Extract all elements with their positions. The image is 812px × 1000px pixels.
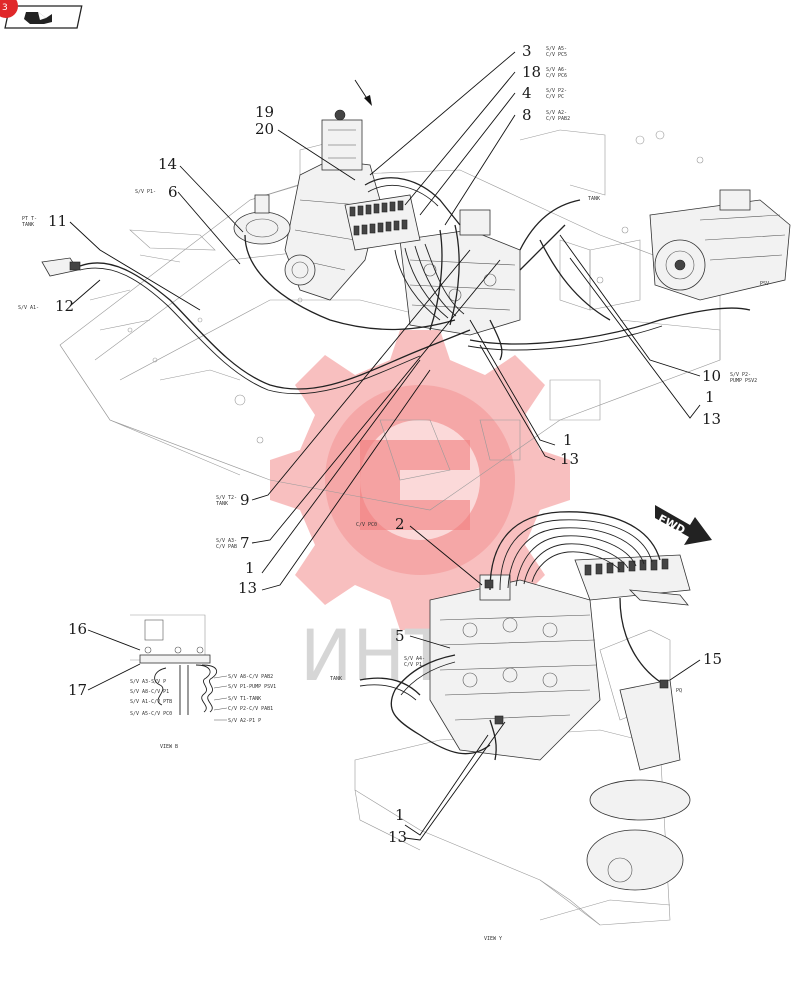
callout-10: 10 (702, 367, 721, 385)
folded-page-icon (24, 12, 52, 24)
svg-text:PQ: PQ (676, 688, 682, 694)
lower-hose-routing (359, 511, 669, 761)
tank-fitting-block (41, 257, 81, 277)
callout-numbers: 3 18 4 8 19 20 14 6 11 12 10 1 13 1 13 9… (48, 42, 722, 846)
svg-text:C/V PAB: C/V PAB (216, 544, 237, 550)
svg-text:S/V P2-: S/V P2- (546, 88, 567, 94)
callout-9: 9 (240, 491, 250, 509)
inset-view-b: S/V A3-S/V P S/V A8-C/V P1 S/V A1-C/V PT… (130, 614, 276, 750)
svg-text:C/V PC6: C/V PC6 (546, 73, 567, 79)
inset-hose-loops (154, 664, 218, 715)
svg-text:TANK: TANK (216, 501, 228, 507)
svg-text:S/V A1-: S/V A1- (18, 305, 39, 311)
main-pump (649, 189, 791, 301)
callout-15: 15 (703, 650, 722, 668)
svg-text:C/V PC0: C/V PC0 (356, 522, 377, 528)
callout-1c: 1 (245, 559, 255, 577)
svg-text:PUMP PSV2: PUMP PSV2 (730, 378, 757, 384)
upper-frame-structure (59, 129, 721, 511)
svg-text:S/V A1-C/V PTB: S/V A1-C/V PTB (130, 699, 172, 705)
pilot-motor (233, 194, 291, 245)
svg-text:S/V A5-C/V PC0: S/V A5-C/V PC0 (130, 711, 172, 717)
svg-text:TANK: TANK (22, 222, 34, 228)
view-label-main: VIEW Y (484, 936, 502, 942)
callout-1d: 1 (395, 806, 405, 824)
callout-17: 17 (68, 681, 87, 699)
callout-3: 3 (522, 42, 532, 60)
svg-text:S/V A2-P1 P: S/V A2-P1 P (228, 718, 261, 724)
lower-structure (354, 629, 691, 926)
callout-19: 19 (255, 103, 274, 121)
svg-text:C/V P2-C/V PAB1: C/V P2-C/V PAB1 (228, 706, 273, 712)
svg-text:C/V P1: C/V P1 (404, 662, 422, 668)
callout-12: 12 (55, 297, 74, 315)
callout-13d: 13 (388, 828, 407, 846)
swing-tower (284, 109, 381, 301)
solenoid-valve-stack (344, 194, 421, 251)
control-valve-block (399, 209, 521, 336)
callout-13a: 13 (702, 410, 721, 428)
port-labels: S/V A5- C/V PC5 S/V A6- C/V PC6 S/V P2- … (18, 46, 769, 694)
svg-text:VIEW B: VIEW B (160, 744, 178, 750)
callout-1a: 1 (705, 388, 715, 406)
callout-13b: 13 (560, 450, 579, 468)
svg-text:S/V A8-C/V PAB2: S/V A8-C/V PAB2 (228, 674, 273, 680)
view-arrow (354, 79, 372, 106)
callout-13c: 13 (238, 579, 257, 597)
callout-6: 6 (168, 183, 178, 201)
upper-hose-routing (79, 177, 751, 395)
svg-text:S/V A2-: S/V A2- (546, 110, 567, 116)
svg-text:S/V A3-: S/V A3- (216, 538, 237, 544)
callout-16: 16 (68, 620, 87, 638)
callout-11: 11 (48, 212, 67, 230)
callout-8: 8 (522, 106, 532, 124)
svg-text:S/V A8-C/V P1: S/V A8-C/V P1 (130, 689, 169, 695)
lower-control-valve (429, 574, 601, 761)
forward-direction-arrow: FWD (655, 505, 712, 545)
svg-text:3: 3 (2, 3, 8, 13)
svg-text:S/V A6-: S/V A6- (546, 67, 567, 73)
svg-text:S/V T1-TANK: S/V T1-TANK (228, 696, 261, 702)
callout-2: 2 (395, 515, 405, 533)
callout-4: 4 (522, 84, 532, 102)
svg-text:S/V P1-: S/V P1- (135, 189, 156, 195)
svg-text:PSV: PSV (760, 281, 769, 287)
nav-back-button[interactable] (4, 5, 83, 29)
svg-text:S/V A4-: S/V A4- (404, 656, 425, 662)
callout-14: 14 (158, 155, 177, 173)
svg-text:C/V PC: C/V PC (546, 94, 564, 100)
svg-text:TANK: TANK (330, 676, 342, 682)
svg-text:C/V PC5: C/V PC5 (546, 52, 567, 58)
callout-leaders (69, 51, 701, 841)
callout-7: 7 (240, 534, 250, 552)
svg-text:PT T-: PT T- (22, 216, 37, 222)
callout-20: 20 (255, 120, 274, 138)
svg-text:S/V A3-S/V P: S/V A3-S/V P (130, 679, 166, 685)
callout-5: 5 (395, 627, 405, 645)
callout-18: 18 (522, 63, 541, 81)
callout-1b: 1 (563, 431, 573, 449)
svg-text:C/V PAB2: C/V PAB2 (546, 116, 570, 122)
svg-text:TANK: TANK (588, 196, 600, 202)
svg-text:S/V P1-PUMP PSV1: S/V P1-PUMP PSV1 (228, 684, 276, 690)
corner-badge: 3 (0, 0, 18, 18)
lower-solenoid-stack (574, 554, 691, 606)
svg-text:S/V T2-: S/V T2- (216, 495, 237, 501)
svg-text:S/V A5-: S/V A5- (546, 46, 567, 52)
svg-text:S/V P2-: S/V P2- (730, 372, 751, 378)
